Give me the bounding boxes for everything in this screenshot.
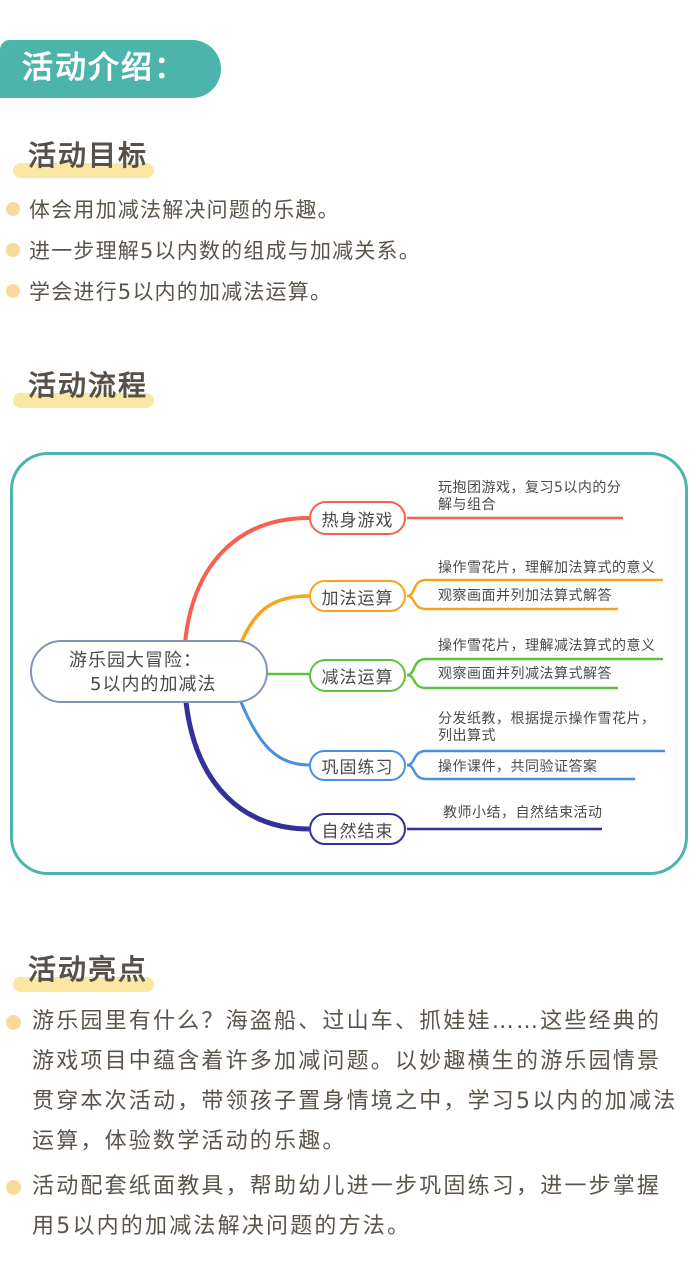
mindmap-note: 观察画面并列加法算式解答 xyxy=(438,588,612,604)
highlight-item: 活动配套纸面教具，帮助幼儿进一步巩固练习，进一步掌握用5以内的加减法解决问题的方… xyxy=(6,1167,682,1247)
mindmap-node-addition: 加法运算 xyxy=(309,580,406,612)
goal-item: 体会用加减法解决问题的乐趣。 xyxy=(6,194,340,224)
bullet-icon xyxy=(6,1015,21,1030)
mindmap-note: 分发纸教，根据提示操作雪花片，列出算式 xyxy=(438,711,656,744)
goal-item: 进一步理解5以内数的组成与加减关系。 xyxy=(6,235,421,265)
mindmap-note: 操作课件，共同验证答案 xyxy=(438,759,598,775)
goals-heading: 活动目标 xyxy=(12,134,155,178)
mindmap-node-practice: 巩固练习 xyxy=(309,750,406,781)
root-title-line2: 5以内的加减法 xyxy=(90,674,217,695)
intro-badge: 活动介绍： xyxy=(0,40,221,98)
mindmap-note: 观察画面并列减法算式解答 xyxy=(438,666,612,682)
goal-text: 学会进行5以内的加减法运算。 xyxy=(29,280,333,304)
mindmap-note: 操作雪花片，理解减法算式的意义 xyxy=(438,638,656,654)
highlight-item: 游乐园里有什么？海盗船、过山车、抓娃娃……这些经典的游戏项目中蕴含着许多加减问题… xyxy=(6,1002,682,1162)
bullet-icon xyxy=(6,1180,21,1195)
mindmap-root-node: 游乐园大冒险： 5以内的加减法 xyxy=(30,640,268,703)
goal-text: 进一步理解5以内数的组成与加减关系。 xyxy=(29,239,421,263)
mindmap-note: 教师小结，自然结束活动 xyxy=(443,805,603,821)
mindmap-node-subtraction: 减法运算 xyxy=(309,659,406,692)
mindmap-note: 玩抱团游戏，复习5以内的分解与组合 xyxy=(438,480,622,513)
highlight-text: 活动配套纸面教具，帮助幼儿进一步巩固练习，进一步掌握用5以内的加减法解决问题的方… xyxy=(32,1174,662,1239)
bullet-icon xyxy=(6,243,20,257)
bullet-icon xyxy=(6,284,20,298)
bullet-icon xyxy=(6,202,20,216)
mindmap-diagram: 游乐园大冒险： 5以内的加减法 热身游戏 加法运算 减法运算 巩固练习 自然结束… xyxy=(10,452,688,875)
highlight-text: 游乐园里有什么？海盗船、过山车、抓娃娃……这些经典的游戏项目中蕴含着许多加减问题… xyxy=(32,1009,678,1154)
mindmap-node-ending: 自然结束 xyxy=(309,813,406,845)
mindmap-connectors xyxy=(183,516,665,832)
mindmap-node-warmup: 热身游戏 xyxy=(309,501,406,535)
goal-item: 学会进行5以内的加减法运算。 xyxy=(6,276,332,306)
mindmap-note: 操作雪花片，理解加法算式的意义 xyxy=(438,560,656,576)
highlights-heading: 活动亮点 xyxy=(12,948,155,992)
process-heading: 活动流程 xyxy=(12,364,155,408)
highlights-list: 游乐园里有什么？海盗船、过山车、抓娃娃……这些经典的游戏项目中蕴含着许多加减问题… xyxy=(6,1002,682,1252)
goal-text: 体会用加减法解决问题的乐趣。 xyxy=(29,198,340,222)
root-title-line1: 游乐园大冒险： xyxy=(69,650,202,671)
